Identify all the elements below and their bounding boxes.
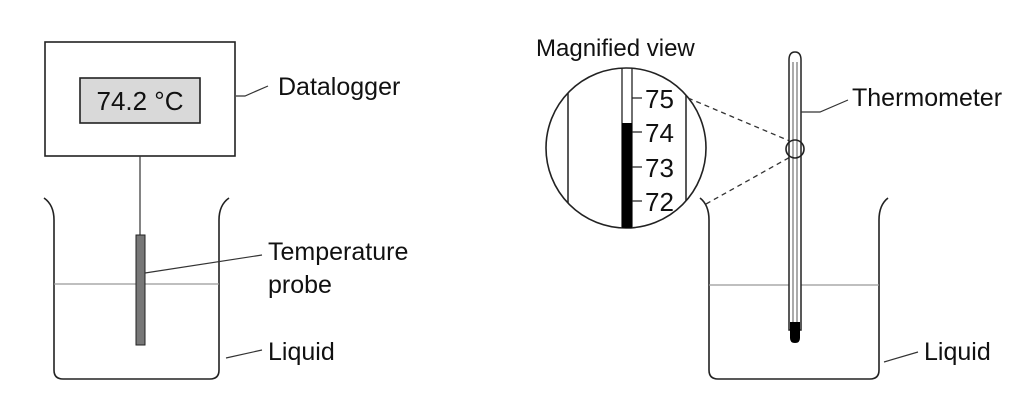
display-reading: 74.2 °C: [96, 86, 183, 116]
thermometer-body: [788, 51, 802, 331]
thermometer-label: Thermometer: [852, 84, 1002, 112]
right-liquid-label: Liquid: [924, 338, 991, 366]
probe-label-line2: probe: [268, 271, 332, 299]
right-setup: Magnified view 75 74 73 72: [536, 35, 1002, 380]
right-liquid-leader-line: [883, 351, 919, 363]
scale-label-73: 73: [645, 153, 674, 183]
scale-label-72: 72: [645, 187, 674, 217]
thermometer-bulb: [790, 322, 800, 343]
thermometer-leader-line: [801, 99, 849, 113]
magnified-mercury-column: [622, 123, 632, 228]
left-liquid-leader-line: [225, 349, 263, 359]
temperature-probe: [135, 234, 146, 346]
right-beaker: [699, 197, 889, 380]
datalogger-display: [79, 77, 201, 124]
left-liquid-label: Liquid: [268, 338, 335, 366]
scale-label-74: 74: [645, 118, 674, 148]
left-setup: 74.2 °C Datalogger Temperature probe Liq…: [43, 41, 408, 380]
magnified-view-title: Magnified view: [536, 35, 695, 62]
thermometer-magnify-spot: [785, 139, 805, 159]
magnify-dashed-line-top: [687, 97, 793, 143]
datalogger-leader-line: [236, 85, 269, 97]
datalogger-label: Datalogger: [278, 73, 400, 101]
scale-label-75: 75: [645, 84, 674, 114]
left-beaker: [43, 197, 230, 380]
magnified-view-contents: 75 74 73 72: [567, 68, 687, 228]
probe-label-line1: Temperature: [268, 238, 408, 266]
magnify-dashed-line-bottom: [705, 155, 793, 205]
probe-leader-line: [144, 254, 263, 274]
